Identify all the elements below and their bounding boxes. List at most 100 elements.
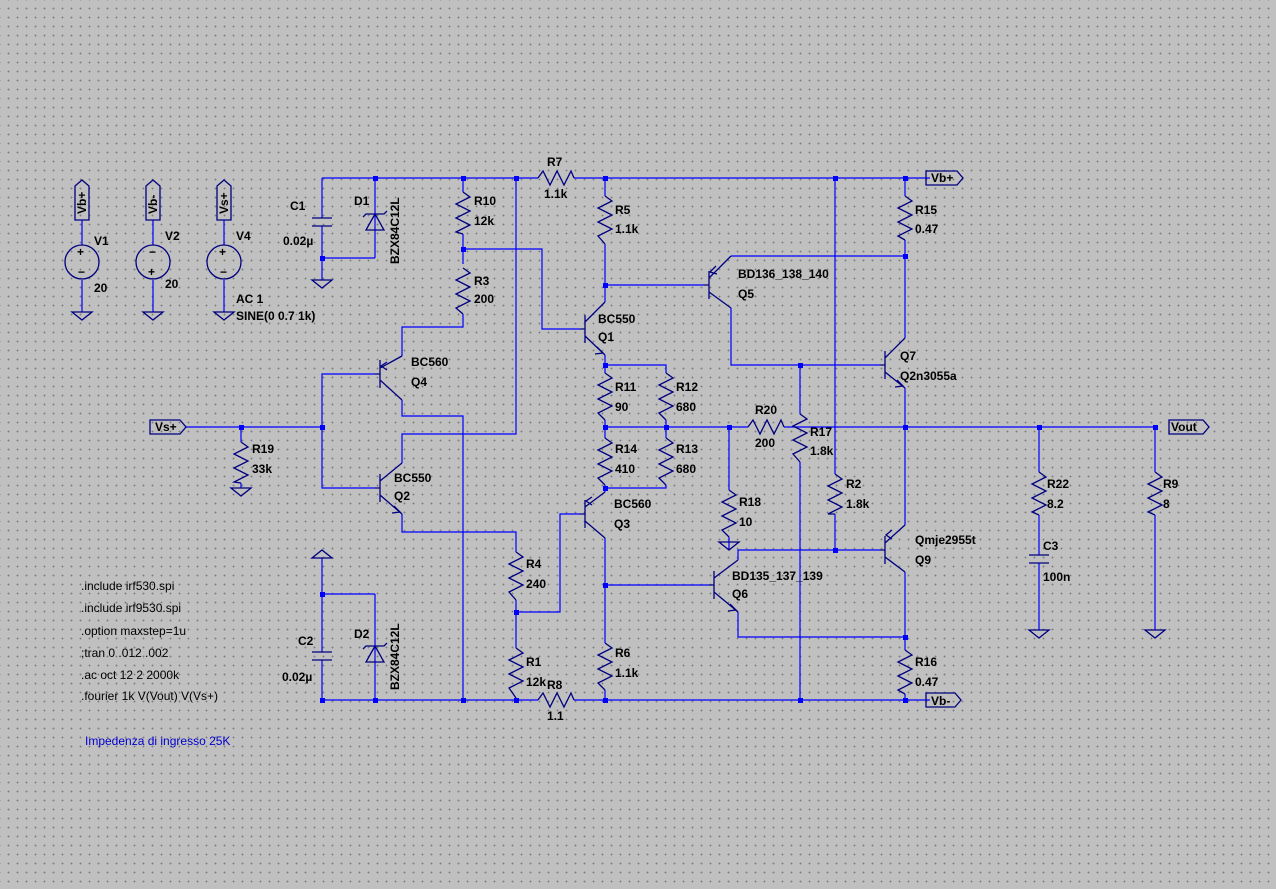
svg-text:;tran 0 .012 .002: ;tran 0 .012 .002 <box>81 646 169 660</box>
svg-text:R2: R2 <box>846 477 862 491</box>
svg-text:R6: R6 <box>615 646 631 660</box>
svg-text:R19: R19 <box>252 442 274 456</box>
svg-text:Q3: Q3 <box>614 517 630 531</box>
svg-text:R16: R16 <box>915 655 937 669</box>
svg-text:V2: V2 <box>165 229 180 243</box>
svg-text:BC560: BC560 <box>614 497 652 511</box>
transistor-q1: BC550 Q1 <box>580 301 636 356</box>
svg-text:BZX84C12L: BZX84C12L <box>388 623 402 690</box>
svg-text:0.02µ: 0.02µ <box>282 670 312 684</box>
svg-text:V4: V4 <box>236 229 251 243</box>
svg-text:100n: 100n <box>1043 570 1070 584</box>
svg-text:0.47: 0.47 <box>915 675 939 689</box>
svg-text:BD135_137_139: BD135_137_139 <box>732 569 823 583</box>
net-label-vs-plus-input: Vs+ <box>149 419 187 435</box>
net-label-vout: Vout <box>1168 419 1210 435</box>
svg-text:Q2: Q2 <box>394 489 410 503</box>
resistor-r17: R17 1.8k <box>791 413 834 463</box>
zener-d2: D2 BZX84C12L <box>354 623 402 690</box>
svg-text:240: 240 <box>526 577 546 591</box>
svg-text:−: − <box>78 265 85 279</box>
transistor-q4: BC560 Q4 <box>375 355 449 401</box>
svg-text:R5: R5 <box>615 203 631 217</box>
resistor-r19: R19 33k <box>231 441 274 484</box>
resistor-r9: R9 8 <box>1146 471 1179 516</box>
svg-text:33k: 33k <box>252 462 272 476</box>
svg-text:680: 680 <box>676 462 696 476</box>
svg-text:Qmje2955t: Qmje2955t <box>915 533 976 547</box>
svg-text:Vb+: Vb+ <box>931 171 953 185</box>
transistor-q6: BD135_137_139 Q6 <box>709 559 823 613</box>
svg-text:Vb-: Vb- <box>146 195 160 214</box>
svg-text:20: 20 <box>165 277 179 291</box>
transistor-q3: BC560 Q3 <box>580 491 652 539</box>
source-v1: + − V1 20 <box>64 234 109 295</box>
svg-text:+: + <box>219 245 226 259</box>
svg-text:C3: C3 <box>1043 539 1059 553</box>
resistor-r18: R18 10 <box>720 489 761 538</box>
svg-text:Q2n3055a: Q2n3055a <box>900 369 957 383</box>
svg-text:BC550: BC550 <box>598 312 636 326</box>
resistor-r12: R12 680 <box>657 372 698 421</box>
svg-text:+: + <box>77 245 84 259</box>
svg-text:R18: R18 <box>739 495 761 509</box>
resistor-r2: R2 1.8k <box>826 473 870 515</box>
svg-text:410: 410 <box>615 462 635 476</box>
svg-text:R14: R14 <box>615 442 637 456</box>
svg-text:.fourier 1k V(Vout) V(Vs+): .fourier 1k V(Vout) V(Vs+) <box>81 689 218 703</box>
svg-text:Q7: Q7 <box>900 349 916 363</box>
svg-text:D1: D1 <box>354 194 370 208</box>
resistor-r8: R8 1.1 <box>537 678 575 723</box>
capacitor-c2: C2 0.02µ <box>282 634 332 684</box>
transistor-q7: Q7 Q2n3055a <box>880 337 957 389</box>
svg-text:AC 1: AC 1 <box>236 292 264 306</box>
junction-dots <box>239 176 1158 703</box>
svg-text:−: − <box>220 265 227 279</box>
resistor-r7: R7 1.1k <box>537 155 575 201</box>
svg-text:R7: R7 <box>547 155 563 169</box>
svg-text:D2: D2 <box>354 627 370 641</box>
source-v4: + − V4 AC 1 SINE(0 0.7 1k) <box>206 229 315 323</box>
svg-text:R22: R22 <box>1047 477 1069 491</box>
resistor-r5: R5 1.1k <box>596 195 639 245</box>
svg-text:Q1: Q1 <box>598 330 614 344</box>
svg-text:C1: C1 <box>290 199 306 213</box>
net-label-vb-plus-top: Vb+ <box>925 170 964 186</box>
svg-text:Vb+: Vb+ <box>75 192 89 214</box>
capacitor-c3: C3 100n <box>1029 539 1070 584</box>
svg-text:1.1: 1.1 <box>547 709 564 723</box>
svg-text:0.47: 0.47 <box>915 222 939 236</box>
svg-text:Vb-: Vb- <box>931 694 950 708</box>
net-label-vb-minus: Vb- <box>925 692 962 708</box>
capacitor-c1: C1 0.02µ <box>283 199 332 248</box>
svg-text:.include irf9530.spi: .include irf9530.spi <box>81 601 181 615</box>
svg-text:Vout: Vout <box>1171 420 1197 434</box>
svg-text:C2: C2 <box>298 634 314 648</box>
svg-text:.ac oct 12 2 2000k: .ac oct 12 2 2000k <box>81 668 180 682</box>
svg-text:BD136_138_140: BD136_138_140 <box>738 267 829 281</box>
svg-text:R3: R3 <box>474 274 490 288</box>
svg-text:8: 8 <box>1163 497 1170 511</box>
svg-text:90: 90 <box>615 400 629 414</box>
comment-input-impedance: Impedenza di ingresso 25K <box>85 734 230 748</box>
svg-text:+: + <box>148 265 155 279</box>
svg-text:12k: 12k <box>526 675 546 689</box>
svg-text:1.1k: 1.1k <box>615 666 639 680</box>
svg-text:200: 200 <box>474 292 494 306</box>
resistor-r13: R13 680 <box>657 437 698 486</box>
svg-text:SINE(0 0.7 1k): SINE(0 0.7 1k) <box>236 309 315 323</box>
svg-text:12k: 12k <box>474 214 494 228</box>
resistor-r6: R6 1.1k <box>596 642 639 691</box>
svg-text:R9: R9 <box>1163 477 1179 491</box>
svg-text:Q4: Q4 <box>411 375 427 389</box>
svg-text:Q5: Q5 <box>738 287 754 301</box>
resistor-r4: R4 240 <box>507 551 546 601</box>
svg-text:1.8k: 1.8k <box>810 444 834 458</box>
svg-text:10: 10 <box>739 515 753 529</box>
svg-text:R12: R12 <box>676 380 698 394</box>
transistor-q5: BD136_138_140 Q5 <box>704 255 829 309</box>
svg-text:BZX84C12L: BZX84C12L <box>388 197 402 264</box>
transistor-q2: BC550 Q2 <box>375 462 432 515</box>
svg-text:R4: R4 <box>526 557 542 571</box>
